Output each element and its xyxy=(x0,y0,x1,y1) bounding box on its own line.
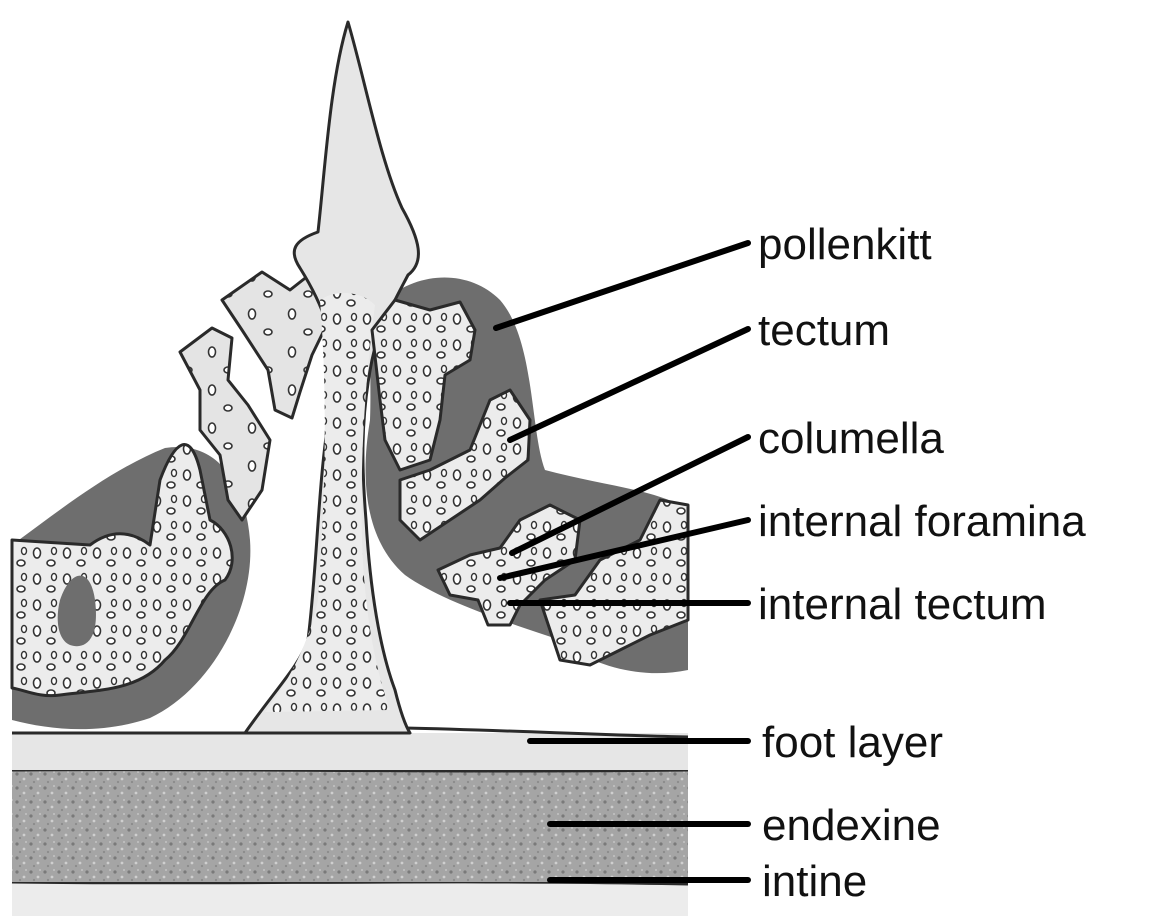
label-columella: columella xyxy=(758,414,944,463)
labels: pollenkitt tectum columella internal for… xyxy=(758,220,1086,906)
label-foot-layer: foot layer xyxy=(762,718,943,767)
intine-layer xyxy=(12,880,688,916)
label-pollenkitt: pollenkitt xyxy=(758,220,932,269)
label-endexine: endexine xyxy=(762,801,941,850)
exine-structure xyxy=(12,22,688,733)
leader-tectum xyxy=(510,329,748,440)
label-intine: intine xyxy=(762,857,867,906)
leader-pollenkitt xyxy=(496,243,748,328)
label-internal-tectum: internal tectum xyxy=(758,580,1047,629)
label-internal-foramina: internal foramina xyxy=(758,497,1086,546)
label-tectum: tectum xyxy=(758,306,890,355)
